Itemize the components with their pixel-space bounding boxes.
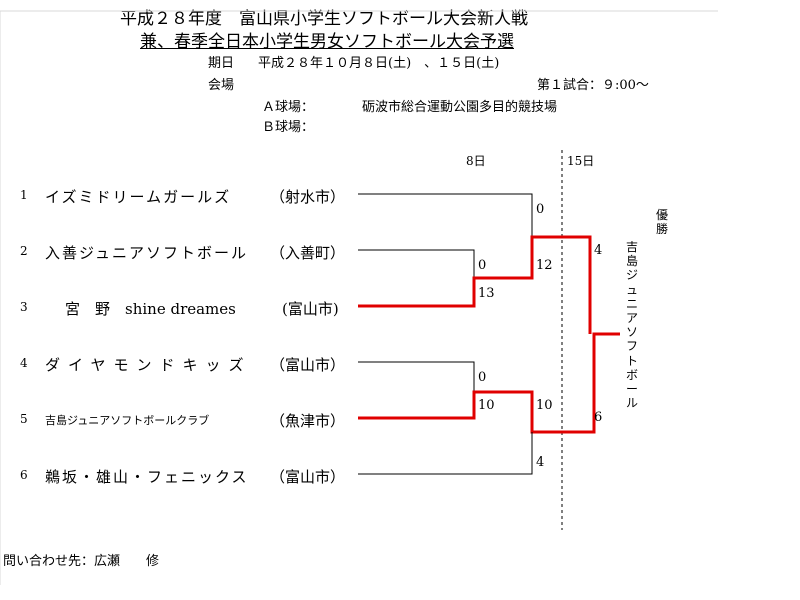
team-number: 5: [20, 412, 28, 426]
team-city: （富山市）: [270, 468, 346, 486]
team-name: 鵜坂・雄山・フェニックス: [45, 468, 249, 486]
score-semifinal-top: 12: [536, 258, 553, 273]
team-name: 入善ジュニアソフトボール: [45, 244, 248, 262]
score-semifinal-bottom: 10: [536, 398, 553, 413]
team-city: （入善町）: [270, 244, 346, 262]
winner-name: 吉島ジュニアソフトボール: [626, 240, 639, 411]
score-team6: 4: [536, 455, 545, 470]
team-number: 1: [20, 188, 28, 202]
score-team1: 0: [536, 202, 545, 217]
period-label: 期日: [208, 56, 235, 71]
score-team2: 0: [478, 258, 487, 273]
first-game-time: 第１試合：９:00～: [537, 78, 649, 93]
score-final-bottom: 6: [594, 410, 603, 425]
period-value: 平成２８年１０月８日(土) 、１５日(土): [258, 56, 500, 71]
team-number: 6: [20, 468, 28, 482]
contact-info: 問い合わせ先：広瀬 修: [3, 554, 160, 569]
field-b-label: Ｂ球場：: [262, 120, 315, 135]
team-name: 吉島ジュニアソフトボールクラブ: [45, 414, 210, 427]
team-city: （富山市）: [270, 356, 346, 374]
team-number: 3: [20, 300, 28, 314]
title-line-2: 兼、春季全日本小学生男女ソフトボール大会予選: [140, 32, 514, 52]
score-team3: 13: [478, 286, 495, 301]
winner-label: 優勝: [656, 208, 669, 236]
field-a-value: 砺波市総合運動公園多目的競技場: [362, 100, 558, 115]
team-name: 宮 野 shine dreames: [65, 300, 236, 318]
team-city: （魚津市）: [270, 412, 346, 430]
venue-label: 会場: [208, 78, 235, 93]
title-line-1: 平成２８年度 富山県小学生ソフトボール大会新人戦: [120, 9, 528, 29]
score-team5: 10: [478, 398, 495, 413]
team-name: ダイヤモンドキッズ: [45, 356, 252, 374]
team-city: （射水市）: [270, 188, 346, 206]
score-final-top: 4: [594, 243, 603, 258]
team-name: イズミドリームガールズ: [45, 188, 232, 206]
day-label-2: 15日: [567, 154, 595, 168]
team-number: 2: [20, 244, 28, 258]
score-team4: 0: [478, 370, 487, 385]
field-a-label: Ａ球場：: [262, 100, 315, 115]
team-number: 4: [20, 356, 28, 370]
day-label-1: 8日: [466, 154, 486, 168]
team-city: (富山市): [282, 300, 339, 318]
